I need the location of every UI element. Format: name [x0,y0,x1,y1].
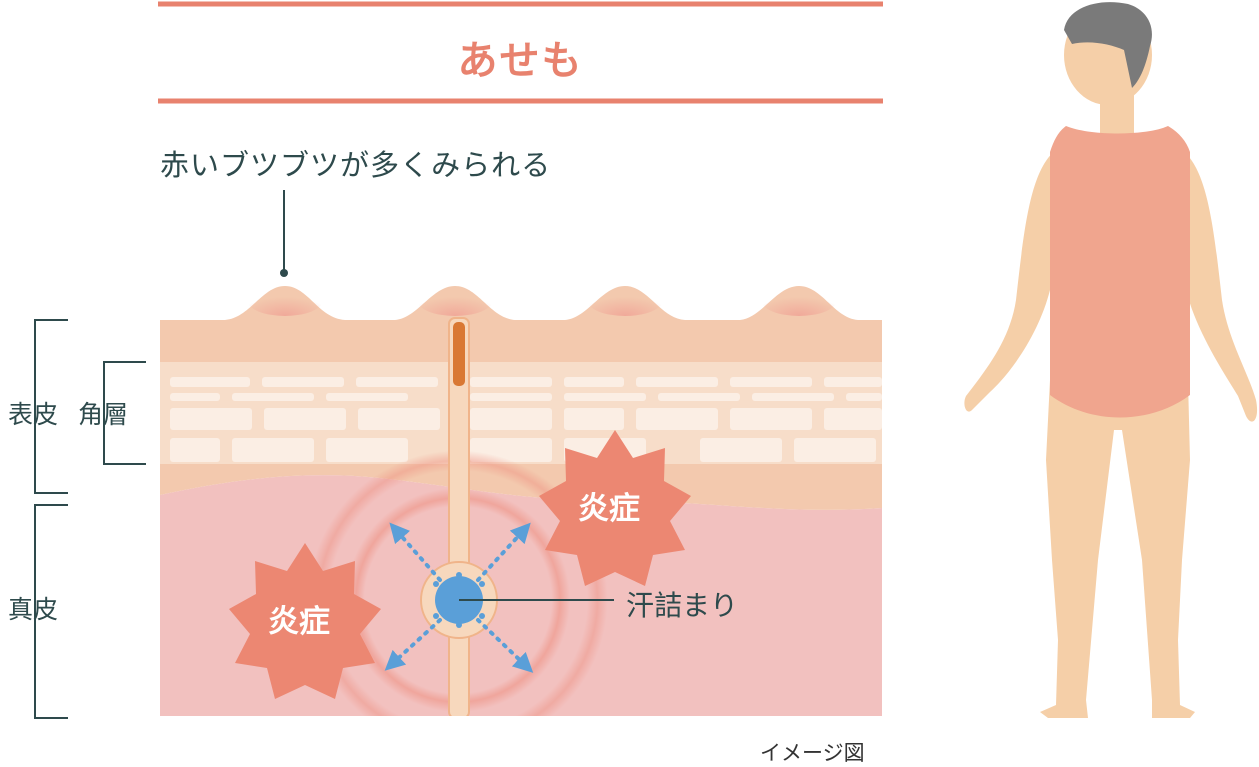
skin-cross-section [160,284,882,716]
bump-redness [417,284,493,316]
illustration-note: イメージ図 [760,741,865,765]
bump-redness [587,284,663,316]
caption-pointer-dot [280,269,288,277]
corneum-cells [170,377,882,462]
inflammation-burst-1 [539,430,691,586]
person-right-arm [1182,150,1258,422]
stratum-corneum-bracket [103,361,146,465]
stratum-corneum-label: 角層 [78,400,129,429]
person-legs [1040,380,1195,718]
inflammation-label-1: 炎症 [578,491,640,527]
page-title: あせも [457,38,584,84]
bump-redness [247,284,323,316]
inflammation-label-2: 炎症 [268,604,330,640]
epidermis-label: 表皮 [8,400,59,429]
person-figure [964,2,1258,718]
bump-redness [761,284,837,316]
person-hair [1064,2,1152,89]
layer-brackets [34,319,146,719]
person-left-arm [964,150,1056,412]
sweat-dots [433,572,485,628]
epidermis-bracket [34,319,68,494]
symptom-caption: 赤いブツブツが多くみられる [160,148,552,182]
sweat-duct-plug [453,322,465,386]
person-shirt [1050,126,1190,418]
dermis-label: 真皮 [8,595,59,624]
blockage-label: 汗詰まり [626,589,739,622]
dermis-bracket [34,504,68,719]
inflammation-burst-2 [229,543,381,699]
leak-arrows [384,522,534,673]
